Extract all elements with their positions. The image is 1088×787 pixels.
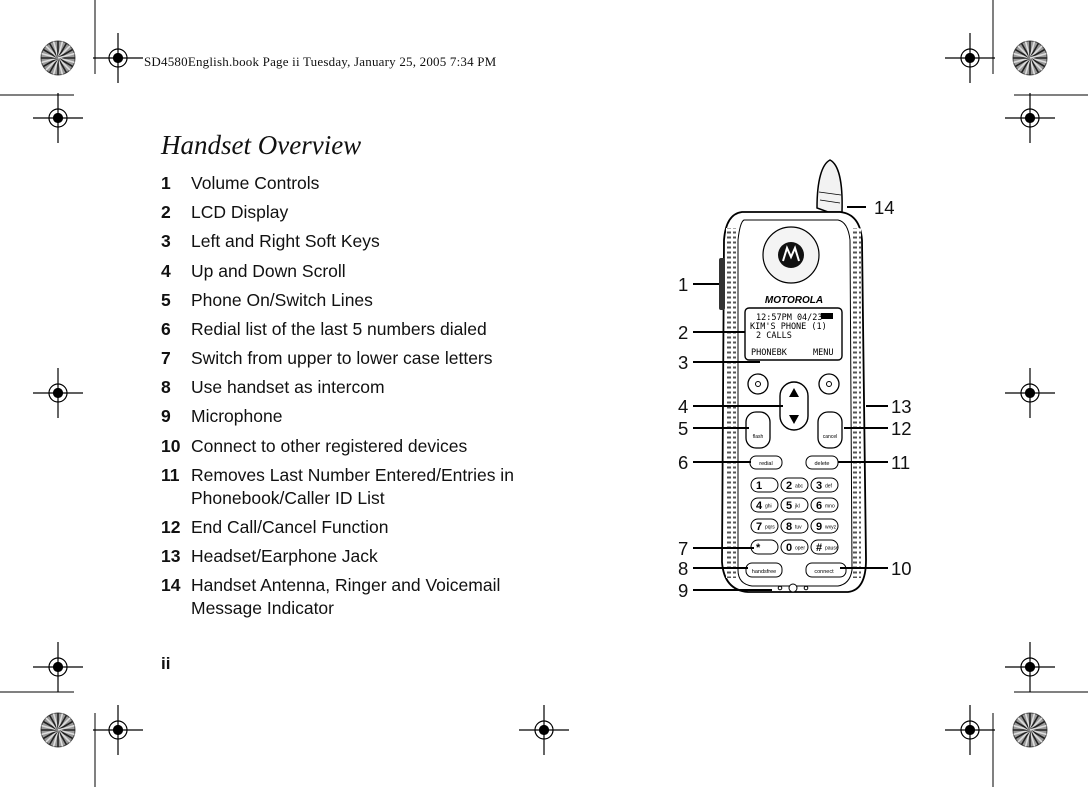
- keypad-key: [780, 477, 809, 493]
- keypad-digit: 0: [786, 542, 792, 554]
- callout-8: 8: [678, 558, 689, 579]
- callout-6: 6: [678, 452, 689, 473]
- svg-text:handsfree: handsfree: [752, 569, 776, 575]
- callout-3: 3: [678, 352, 689, 373]
- callout-5: 5: [678, 418, 689, 439]
- svg-text:cancel: cancel: [823, 434, 837, 440]
- callout-7: 7: [678, 538, 689, 559]
- callout-lines: [693, 206, 888, 591]
- svg-text:delete: delete: [815, 461, 830, 467]
- keypad-letters: tuv: [795, 525, 802, 531]
- callout-1: 1: [678, 274, 689, 295]
- right-soft-key: [818, 373, 840, 395]
- keypad-digit: 3: [816, 480, 822, 492]
- page-number: ii: [161, 654, 171, 673]
- keypad-key: [780, 497, 809, 513]
- keypad-key: [780, 539, 809, 555]
- callout-12: 12: [891, 418, 912, 439]
- keypad-letters: abc: [795, 484, 804, 490]
- keypad-letters: ghi: [765, 504, 772, 510]
- left-soft-key: [747, 373, 769, 395]
- svg-text:MENU: MENU: [813, 348, 833, 358]
- keypad-digit: 1: [756, 480, 762, 492]
- svg-text:12:57PM 04/23: 12:57PM 04/23: [756, 313, 823, 323]
- keypad-letters: pause: [825, 546, 839, 552]
- keypad-letters: def: [825, 484, 833, 490]
- svg-text:connect: connect: [814, 569, 834, 575]
- keypad-key: [750, 497, 779, 513]
- keypad-letters: pqrs: [765, 525, 775, 531]
- antenna: [816, 159, 843, 213]
- keypad-key: [750, 477, 779, 493]
- svg-text:PHONEBK: PHONEBK: [751, 348, 788, 358]
- keypad-key: [810, 497, 839, 513]
- keypad-letters: wxyz: [825, 525, 837, 531]
- flash-key: [745, 411, 771, 449]
- callout-11: 11: [891, 452, 911, 473]
- keypad-digit: 8: [786, 521, 792, 533]
- keypad-digit: *: [756, 542, 761, 554]
- keypad-key: [810, 477, 839, 493]
- microphone: [788, 583, 798, 593]
- keypad-key: [810, 518, 839, 534]
- keypad-digit: 4: [756, 500, 763, 512]
- handsfree-key: [745, 562, 783, 578]
- svg-text:redial: redial: [759, 461, 772, 467]
- svg-text:2 CALLS: 2 CALLS: [756, 331, 792, 341]
- keypad-key: [810, 539, 839, 555]
- lcd-display: [744, 307, 843, 361]
- keypad-digit: 6: [816, 500, 822, 512]
- keypad-letters: jkl: [794, 504, 800, 510]
- keypad-digit: 9: [816, 521, 822, 533]
- connect-key: [805, 562, 847, 578]
- keypad-key: [750, 518, 779, 534]
- svg-text:flash: flash: [753, 434, 764, 440]
- callout-13: 13: [891, 396, 912, 417]
- callout-10: 10: [891, 558, 912, 579]
- callout-14: 14: [874, 197, 895, 218]
- svg-text:KIM'S PHONE (1): KIM'S PHONE (1): [750, 322, 827, 332]
- callout-4: 4: [678, 396, 689, 417]
- keypad-letters: oper: [795, 546, 805, 552]
- callout-9: 9: [678, 580, 689, 601]
- keypad-digit: 5: [786, 500, 792, 512]
- keypad-digit: 7: [756, 521, 762, 533]
- callout-2: 2: [678, 322, 689, 343]
- keypad-key: [780, 518, 809, 534]
- brand-label: MOTOROLA: [765, 295, 823, 306]
- keypad-digit: #: [816, 542, 822, 554]
- book-header: SD4580English.book Page ii Tuesday, Janu…: [144, 54, 497, 69]
- keypad-letters: mno: [825, 504, 835, 510]
- cancel-key: [817, 411, 843, 449]
- page-title: Handset Overview: [161, 130, 362, 160]
- keypad-digit: 2: [786, 480, 792, 492]
